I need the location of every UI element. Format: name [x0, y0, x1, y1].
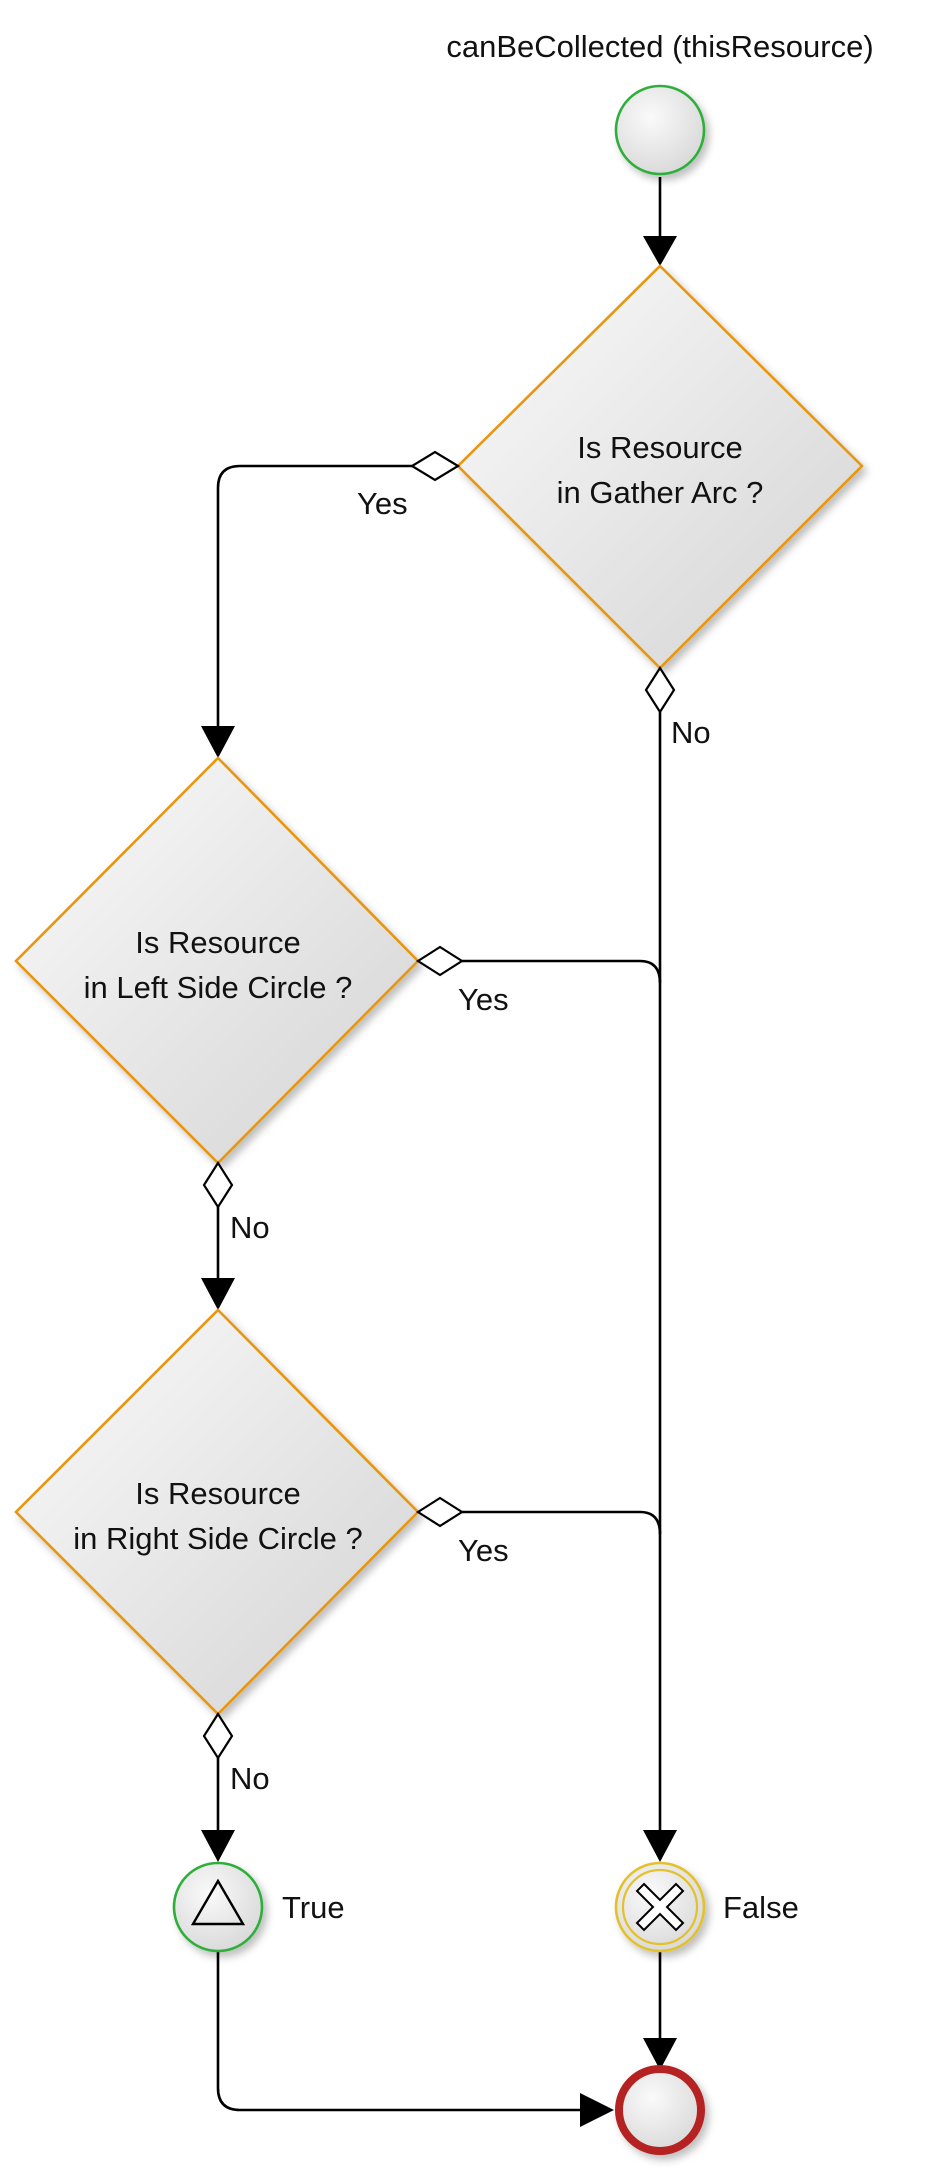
- arrow-true-to-end: [580, 2093, 614, 2127]
- false-outcome: False: [614, 1861, 799, 1953]
- no-connector-diamond: [202, 1160, 234, 1210]
- decision-diamond: [14, 756, 420, 1165]
- decision-left-side-circle: Is Resource in Left Side Circle ? Yes No: [14, 756, 509, 1245]
- true-circle: [172, 1861, 264, 1953]
- edge-d1-yes: [216, 464, 413, 728]
- yes-label: Yes: [458, 1533, 509, 1568]
- no-connector-diamond: [644, 665, 676, 715]
- false-label: False: [723, 1890, 799, 1925]
- no-connector-diamond: [202, 1711, 234, 1761]
- arrow-d1-yes: [201, 726, 235, 758]
- start-event: canBeCollected (thisResource): [446, 29, 874, 176]
- decision-text-line1: Is Resource: [577, 430, 742, 465]
- yes-connector-diamond: [415, 945, 465, 977]
- edge-true-to-end: [216, 1952, 582, 2112]
- decision-text-line1: Is Resource: [135, 925, 300, 960]
- end-circle: [615, 2065, 705, 2155]
- decision-text-line2: in Right Side Circle ?: [73, 1521, 362, 1556]
- end-event: [615, 2065, 705, 2155]
- decision-text-line2: in Left Side Circle ?: [84, 970, 353, 1005]
- decision-right-side-circle: Is Resource in Right Side Circle ? Yes N…: [14, 1308, 509, 1796]
- no-label: No: [671, 715, 711, 750]
- no-label: No: [230, 1210, 270, 1245]
- decision-text-line1: Is Resource: [135, 1476, 300, 1511]
- decision-diamond: [14, 1308, 420, 1716]
- arrow-d2-no: [201, 1278, 235, 1310]
- edge-d2-yes: [462, 959, 662, 984]
- yes-label: Yes: [357, 486, 408, 521]
- decision-gather-arc: Is Resource in Gather Arc ? Yes No: [357, 264, 864, 750]
- yes-label: Yes: [458, 982, 509, 1017]
- arrow-to-false: [643, 1830, 677, 1862]
- true-label: True: [282, 1890, 345, 1925]
- yes-connector-diamond: [409, 450, 461, 482]
- edge-d3-yes: [462, 1510, 662, 1535]
- false-circle-inner: [621, 1868, 699, 1946]
- arrow-to-true: [201, 1830, 235, 1862]
- decision-diamond: [456, 264, 864, 670]
- arrow-false-to-end: [643, 2038, 677, 2070]
- decision-text-line2: in Gather Arc ?: [557, 475, 764, 510]
- flow-title: canBeCollected (thisResource): [446, 29, 873, 64]
- arrow-start-to-d1: [643, 236, 677, 266]
- triangle-icon: [190, 1878, 246, 1926]
- yes-connector-diamond: [415, 1496, 465, 1528]
- edges: [201, 177, 677, 2127]
- cancel-x-icon: [635, 1882, 685, 1932]
- start-circle: [614, 84, 706, 176]
- no-label: No: [230, 1761, 270, 1796]
- true-outcome: True: [172, 1861, 345, 1953]
